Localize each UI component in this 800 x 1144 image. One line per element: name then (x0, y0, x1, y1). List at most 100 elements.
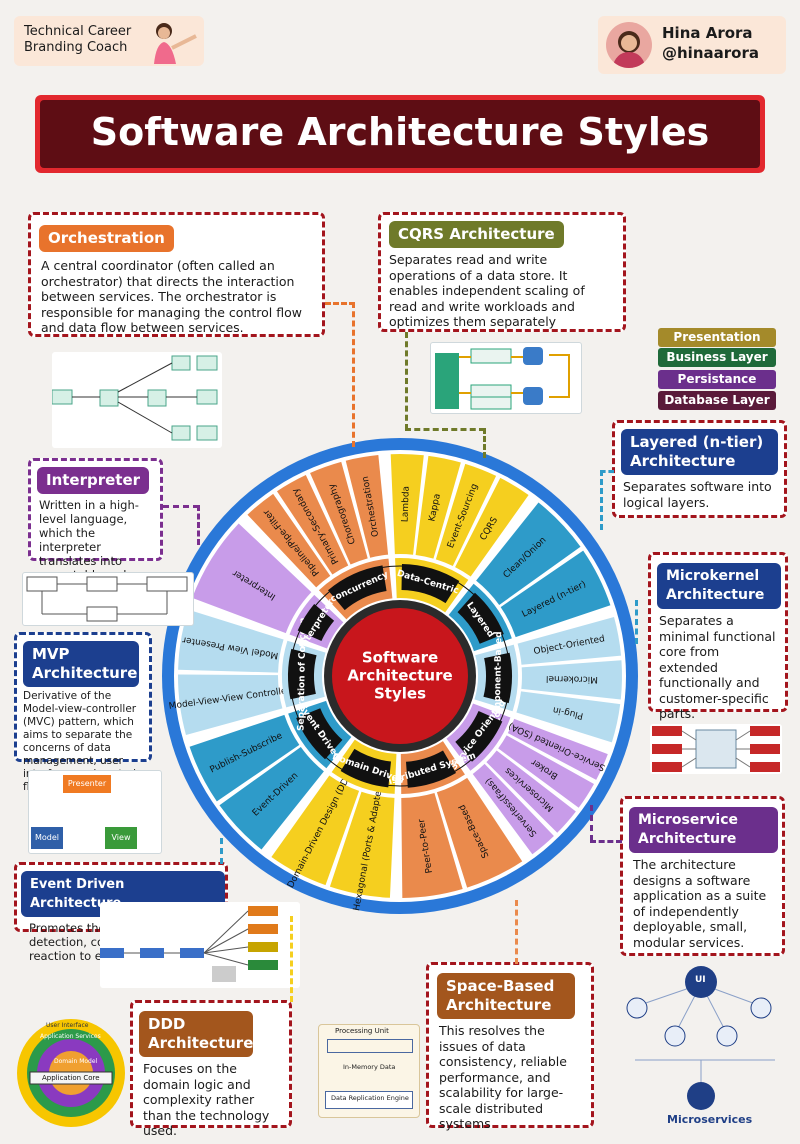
style-wedge (517, 617, 622, 665)
space-engine-box (325, 1091, 413, 1109)
cqrs-connector-h (405, 428, 485, 431)
style-wedge (401, 793, 463, 898)
style-wedge (500, 550, 611, 638)
interpreter-text: Written in a high-level language, which … (39, 498, 139, 582)
eventdriven-diagram (100, 902, 300, 988)
orchestration-connector-v (352, 302, 355, 447)
coach-role: Technical Career Branding Coach (24, 24, 131, 56)
ddd-box: DDD Architecture Focuses on the domain l… (130, 1000, 292, 1138)
author-avatar (606, 22, 652, 68)
orchestration-title: Orchestration (39, 225, 174, 252)
eventdriven-connector (220, 838, 223, 864)
style-wedge (472, 763, 554, 855)
style-wedge (247, 493, 331, 588)
style-wedge (178, 674, 283, 735)
style-wedge (192, 523, 312, 634)
ddd-text: Focuses on the domain logic and complexi… (143, 1061, 270, 1138)
center-title-line: Styles (374, 685, 426, 703)
category-label-bg (455, 710, 503, 762)
style-wedge (436, 777, 523, 888)
ddd-core-label: Application Core (42, 1074, 100, 1082)
cqrs-text: Separates read and write operations of a… (389, 252, 585, 329)
style-wedge (390, 454, 424, 555)
style-wedge (329, 791, 395, 898)
space-memory-label: In-Memory Data (343, 1063, 396, 1071)
style-label: Lambda (401, 486, 412, 523)
style-wedge (345, 455, 389, 558)
mvp-view: View (105, 827, 137, 849)
microkernel-diagram (650, 724, 782, 774)
cqrs-connector (405, 332, 408, 430)
style-wedge (435, 463, 497, 567)
author-handle: @hinaarora (662, 44, 759, 62)
microkernel-title: Microkernel Architecture (657, 563, 781, 609)
microservices-ui: UI (695, 975, 706, 985)
microkernel-box: Microkernel Architecture Separates a min… (648, 552, 788, 721)
mvp-box: MVP Architecture Derivative of the Model… (14, 632, 152, 793)
style-wedge (276, 474, 349, 575)
ddd-app-label: Application Services (40, 1033, 101, 1040)
style-wedge (415, 455, 461, 559)
coach-role-line2: Branding Coach (24, 40, 128, 55)
interpreter-box: Interpreter Written in a high-level lang… (28, 458, 163, 582)
style-wedge (271, 775, 360, 886)
spacebased-connector (515, 900, 518, 964)
coach-figure-icon (150, 20, 200, 68)
center-title-line: Architecture (347, 667, 452, 685)
category-label-bg (401, 564, 460, 604)
architecture-wheel: Pipeline/Pipe-FilterPrimary-SecondaryCho… (162, 438, 638, 914)
microkernel-text: Separates a minimal functional core from… (659, 613, 776, 721)
layered-box: Layered (n-tier) Architecture Separates … (612, 420, 787, 518)
style-wedge (498, 735, 594, 808)
layered-connector (600, 470, 614, 473)
interpreter-connector-v (197, 505, 200, 545)
style-wedge (219, 747, 324, 850)
style-wedge (516, 691, 621, 743)
microservice-connector-v (590, 805, 593, 841)
microkernel-connector (635, 600, 638, 644)
mvp-diagram: Presenter Model View (28, 770, 162, 854)
title-inner (40, 100, 760, 168)
layered-text: Separates software into logical layers. (623, 479, 772, 510)
center-title-line: Software (362, 649, 438, 667)
layer-presentation: Presentation Layer (658, 328, 776, 363)
page-title: Software Architecture Styles (90, 110, 710, 154)
author-name: Hina Arora (662, 24, 753, 42)
layered-connector-v (600, 470, 603, 530)
space-engine-label: Data Replication Engine (331, 1094, 409, 1102)
coach-role-line1: Technical Career (24, 24, 132, 39)
style-wedge (507, 718, 608, 780)
microservices-diagram: UI Microservices (615, 962, 795, 1132)
ddd-onion-diagram: User Interface Application Services Doma… (16, 1018, 126, 1128)
microservice-connector (590, 840, 622, 843)
interpreter-diagram (22, 572, 194, 626)
style-wedge (178, 609, 284, 673)
category-label-bg (340, 748, 392, 788)
ddd-title: DDD Architecture (139, 1011, 253, 1057)
spacebased-text: This resolves the issues of data consist… (439, 1023, 567, 1131)
mvp-model: Model (31, 827, 63, 849)
style-wedge (486, 750, 576, 833)
space-module-row (327, 1039, 413, 1053)
category-label: Component-Based (493, 631, 505, 724)
spacebased-box: Space-Based Architecture This resolves t… (426, 962, 594, 1131)
microservice-text: The architecture designs a software appl… (633, 857, 767, 950)
style-wedge (455, 477, 529, 577)
layer-business: Business Layer (658, 348, 776, 367)
category-label-bg (296, 708, 343, 760)
category-label-bg (328, 565, 387, 611)
interpreter-title: Interpreter (37, 467, 150, 494)
interpreter-connector (163, 505, 199, 508)
space-unit-label: Processing Unit (335, 1027, 389, 1035)
ddd-connector (290, 916, 293, 1002)
cqrs-title: CQRS Architecture (389, 221, 564, 248)
style-wedge (310, 461, 368, 565)
mvp-presenter: Presenter (63, 775, 111, 793)
category-label: Separation of Concern (297, 618, 309, 732)
mvp-title: MVP Architecture (23, 641, 139, 687)
layer-persistance: Persistance Layer (658, 370, 776, 405)
orchestration-diagram (51, 352, 222, 448)
style-wedge (476, 502, 581, 605)
category-label-bg (483, 652, 512, 704)
ddd-domain-label: Domain Model (54, 1058, 98, 1065)
